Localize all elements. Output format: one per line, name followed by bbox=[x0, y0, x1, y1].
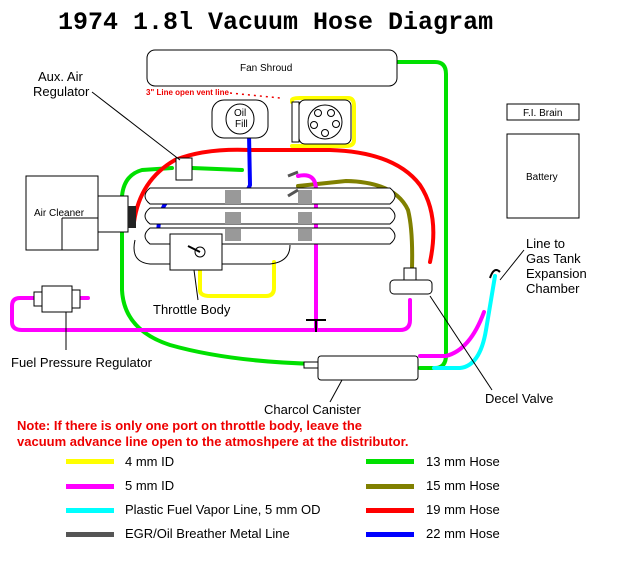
legend-label: EGR/Oil Breather Metal Line bbox=[125, 526, 290, 541]
charcoal-canister-label: Charcol Canister bbox=[264, 402, 361, 417]
legend-label: Plastic Fuel Vapor Line, 5 mm OD bbox=[125, 502, 321, 517]
fi-brain-label: F.I. Brain bbox=[523, 108, 562, 119]
hose-yellow-4mm bbox=[198, 260, 276, 298]
manifold-port bbox=[298, 212, 312, 224]
legend-swatch bbox=[366, 532, 414, 537]
fan-shroud bbox=[146, 49, 398, 87]
gas-tank-label-2: Gas Tank bbox=[526, 251, 581, 266]
intake-runner bbox=[144, 207, 396, 225]
hose-olive-15mm bbox=[296, 179, 415, 270]
air-cleaner-neck bbox=[128, 206, 136, 228]
hose-green-aux-to-manifold bbox=[190, 166, 244, 172]
distributor-terminal bbox=[332, 120, 340, 128]
plenum-outline bbox=[133, 239, 291, 265]
intake-runner bbox=[144, 187, 396, 205]
battery-box bbox=[506, 133, 580, 219]
manifold-port bbox=[225, 212, 241, 224]
gas-tank-label-3: Expansion bbox=[526, 266, 587, 281]
fuel-pressure-regulator bbox=[41, 285, 73, 313]
vent-line-note: 3" Line open vent line bbox=[146, 88, 229, 97]
aux-air-regulator-pointer bbox=[91, 91, 181, 161]
oil-fill-cap bbox=[225, 103, 255, 135]
manifold-port bbox=[298, 229, 312, 241]
manifold-port bbox=[225, 229, 241, 241]
hose-green-fan-to-canister bbox=[396, 60, 448, 370]
hose-red-19mm bbox=[132, 147, 436, 264]
fi-brain-box bbox=[506, 103, 580, 121]
canister-pointer bbox=[329, 379, 343, 403]
gas-tank-pointer bbox=[499, 249, 525, 281]
gas-tank-label-1: Line to bbox=[526, 236, 565, 251]
manifold-port bbox=[298, 190, 312, 204]
air-cleaner-duct bbox=[97, 195, 129, 233]
throttle-body-pointer bbox=[193, 269, 199, 301]
hose-magenta-canister bbox=[418, 310, 486, 358]
legend-swatch bbox=[366, 508, 414, 513]
fpr-end bbox=[71, 289, 81, 309]
decel-valve-pointer bbox=[429, 295, 493, 391]
legend-swatch bbox=[66, 508, 114, 513]
gas-tank-fitting bbox=[489, 269, 501, 279]
air-cleaner-label: Air Cleaner bbox=[34, 208, 85, 219]
fan-shroud-label: Fan Shroud bbox=[240, 63, 292, 74]
fpr-end bbox=[33, 291, 43, 307]
distributor-terminal bbox=[327, 109, 335, 117]
legend-label: 13 mm Hose bbox=[426, 454, 500, 469]
hose-cyan-fuel-vapor bbox=[432, 274, 497, 370]
legend-swatch bbox=[366, 484, 414, 489]
legend-swatch bbox=[66, 484, 114, 489]
egr-metal-line bbox=[287, 170, 299, 198]
manifold-port bbox=[225, 190, 241, 204]
legend-label: 4 mm ID bbox=[125, 454, 174, 469]
decel-valve-stem bbox=[403, 267, 417, 281]
page-title: 1974 1.8l Vacuum Hose Diagram bbox=[58, 8, 493, 37]
canister-fitting bbox=[303, 361, 319, 369]
egr-t-junction bbox=[306, 319, 326, 332]
legend-swatch bbox=[66, 459, 114, 464]
distributor-terminal bbox=[321, 129, 329, 137]
charcoal-canister bbox=[317, 355, 419, 381]
aux-air-regulator bbox=[175, 157, 193, 181]
distributor-advance bbox=[291, 101, 300, 143]
legend-swatch bbox=[366, 459, 414, 464]
distributor-terminal bbox=[310, 121, 318, 129]
hose-magenta-5mm bbox=[10, 296, 412, 332]
battery-label: Battery bbox=[526, 172, 558, 183]
legend: 4 mm ID 5 mm ID Plastic Fuel Vapor Line,… bbox=[66, 454, 500, 541]
decel-valve bbox=[389, 279, 433, 295]
legend-label: 22 mm Hose bbox=[426, 526, 500, 541]
throttle-lever bbox=[187, 245, 201, 253]
throttle-body-label: Throttle Body bbox=[153, 302, 231, 317]
legend-swatch bbox=[66, 532, 114, 537]
note-line-1: Note: If there is only one port on throt… bbox=[17, 418, 362, 433]
legend-label: 19 mm Hose bbox=[426, 502, 500, 517]
legend-label: 5 mm ID bbox=[125, 478, 174, 493]
distributor-terminal bbox=[314, 109, 322, 117]
hose-yellow-distributor bbox=[290, 96, 356, 148]
decel-valve-label: Decel Valve bbox=[485, 391, 553, 406]
vent-line-dots bbox=[229, 92, 281, 99]
gas-tank-label-4: Chamber bbox=[526, 281, 580, 296]
legend-label: 15 mm Hose bbox=[426, 478, 500, 493]
note-line-2: vacuum advance line open to the atmoshpe… bbox=[17, 434, 409, 449]
fuel-pressure-regulator-label: Fuel Pressure Regulator bbox=[11, 355, 153, 370]
